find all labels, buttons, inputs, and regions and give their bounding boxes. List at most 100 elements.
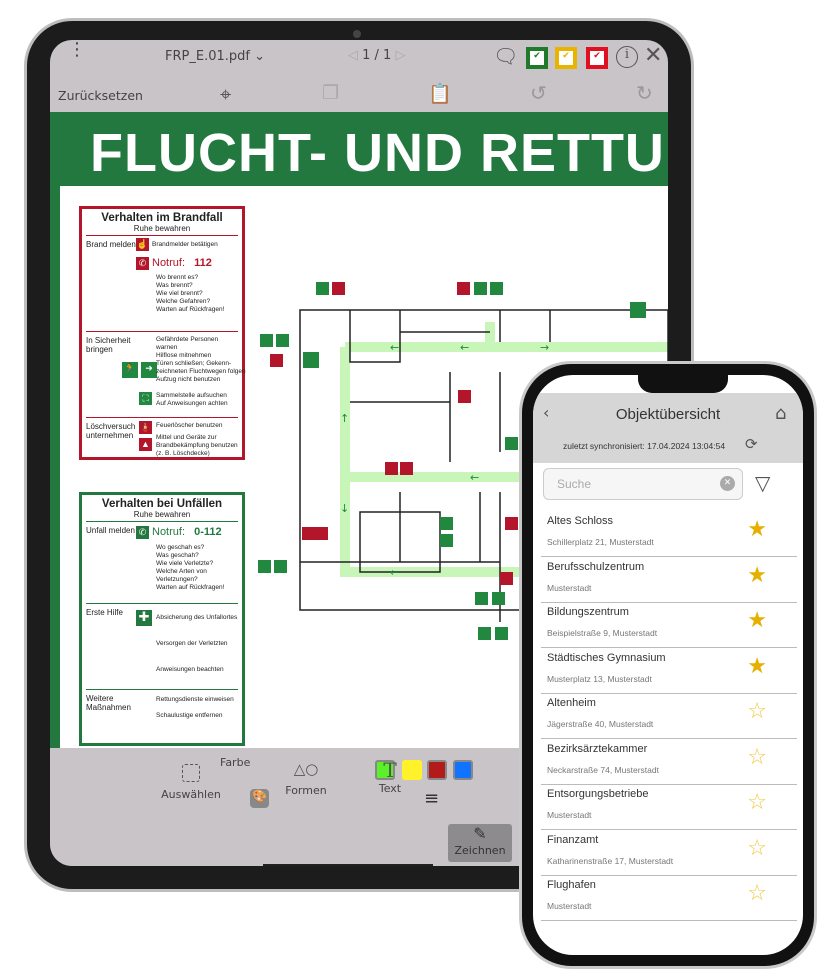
item-name: Altes Schloss [547,515,614,527]
back-icon[interactable]: ‹ [543,403,550,422]
paste-icon[interactable]: 📋 [428,83,452,105]
edit-toolbar: Zurücksetzen ⌖ ❐ 📋 ↺ ↻ [50,76,668,112]
tool-label: Formen [285,784,327,797]
tool-label: Zeichnen [454,844,506,857]
clear-icon[interactable]: ✕ [720,476,735,491]
arrow-right-icon: ➜ [141,362,157,378]
box-subtitle: Ruhe bewahren [86,224,238,236]
close-icon[interactable]: ✕ [644,43,663,68]
page-nav: ◁ 1 / 1 ▷ [348,48,405,63]
svg-text:←: ← [390,341,399,354]
status-yellow-button[interactable]: ✔ [555,47,577,69]
first-aid-icon: ✚ [136,610,152,626]
question: Was brennt? [156,282,193,289]
star-filled-icon[interactable]: ★ [747,653,767,679]
more-menu-icon[interactable]: ⋮ [68,40,86,60]
sync-status: zuletzt synchronisiert: 17.04.2024 13:04… [563,441,726,451]
file-selector[interactable]: FRP_E.01.pdf ⌄ [165,49,265,64]
crosshair-icon[interactable]: ⌖ [220,82,232,106]
sync-icon[interactable]: ⟳ [745,435,758,453]
phone-icon: ✆ [136,256,149,270]
section-label: Brand melden [86,240,136,249]
star-filled-icon[interactable]: ★ [747,562,767,588]
instruction: Mittel und Geräte zur Brandbekämpfung be… [156,434,238,457]
svg-text:↓: ↓ [340,502,349,515]
copy-icon[interactable]: ❐ [322,82,340,104]
question: Was geschah? [156,552,199,559]
star-filled-icon[interactable]: ★ [747,517,767,542]
pencil-icon: ✎ [473,824,487,843]
box-title: Verhalten im Brandfall [101,212,223,224]
section-first-aid: Erste Hilfe ✚ Absicherung des Unfallorte… [86,604,238,690]
phone-screen: ‹ Objektübersicht ⌂ zuletzt synchronisie… [533,375,803,955]
home-indicator [263,864,433,866]
tool-label: Auswählen [161,788,221,801]
search-input[interactable]: Suche ✕ [543,468,743,500]
reset-button[interactable]: Zurücksetzen [58,88,143,103]
section-safety: In Sicherheit bringen Gefährdete Persone… [86,332,246,418]
section-further: Weitere Maßnahmen Rettungsdienste einwei… [86,690,238,730]
color-swatch-yellow[interactable] [402,760,422,780]
palette-icon[interactable]: 🎨 [250,789,269,808]
question: Wo brennt es? [156,274,199,281]
page-indicator: 1 / 1 [362,48,392,63]
info-icon[interactable]: i [616,46,638,68]
check-icon: ✔ [530,51,544,65]
color-swatch-blue[interactable] [453,760,473,780]
home-icon[interactable]: ⌂ [775,403,787,424]
item-name: Finanzamt [547,833,599,846]
svg-text:↑: ↑ [340,412,349,425]
instruction: Absicherung des Unfallortes [156,614,238,621]
instruction: Anweisungen beachten [156,666,224,673]
item-address: Musterstadt [547,810,592,820]
instruction: Aufzug nicht benutzen [156,376,221,383]
item-address: Musterstadt [547,582,592,593]
next-page-icon[interactable]: ▷ [395,48,406,63]
star-filled-icon[interactable]: ★ [747,608,767,633]
star-outline-icon[interactable]: ☆ [747,835,767,861]
prev-page-icon[interactable]: ◁ [348,48,358,63]
question: Wie viel brennt? [156,290,203,297]
tool-draw[interactable]: ✎Zeichnen [448,824,512,862]
item-name: Berufsschulzentrum [547,560,645,573]
redo-icon[interactable]: ↻ [636,81,653,105]
emergency-number: 0-112 [194,526,222,538]
instruction: Türen schließen; Gekenn-zeichneten Fluch… [156,360,246,375]
pdf-document[interactable]: FLUCHT- UND RETTU Verhalten im Brandfall… [50,112,668,748]
color-swatch-green[interactable] [375,760,395,780]
item-address: Beispielstraße 9, Musterstadt [547,628,658,638]
item-name: Altenheim [547,697,596,709]
star-outline-icon[interactable]: ☆ [747,881,767,906]
question: Welche Gefahren? [156,298,211,305]
phone-notch [638,375,728,393]
status-green-button[interactable]: ✔ [526,47,548,69]
undo-icon[interactable]: ↺ [530,81,547,105]
section-label: Unfall melden [86,526,135,535]
phone-header: ‹ Objektübersicht ⌂ zuletzt synchronisie… [533,393,803,463]
filter-icon[interactable]: ▽ [755,471,771,495]
line-width-icon[interactable]: ≡ [424,788,440,809]
instruction: Versorgen der Verletzten [156,640,228,647]
emergency-label: Notruf: [152,257,186,269]
comment-icon[interactable]: 🗨 [493,44,519,68]
exit-arrows: ←←→ ↑↓←← [340,341,549,579]
color-swatch-red[interactable] [427,760,447,780]
item-name: Entsorgungsbetriebe [547,788,649,800]
star-outline-icon[interactable]: ☆ [747,744,767,770]
section-extinguish: Löschversuch unternehmen 🧯 ▲ Feuerlösche… [86,418,238,462]
star-outline-icon[interactable]: ☆ [747,790,767,815]
accident-instructions-box: Verhalten bei Unfällen Ruhe bewahren Unf… [79,492,245,746]
section-report-fire: Brand melden ☝Brandmelder betätigen ✆Not… [86,236,238,332]
star-outline-icon[interactable]: ☆ [747,699,767,724]
status-red-button[interactable]: ✔ [586,47,608,69]
instruction: Brandmelder betätigen [152,241,218,249]
